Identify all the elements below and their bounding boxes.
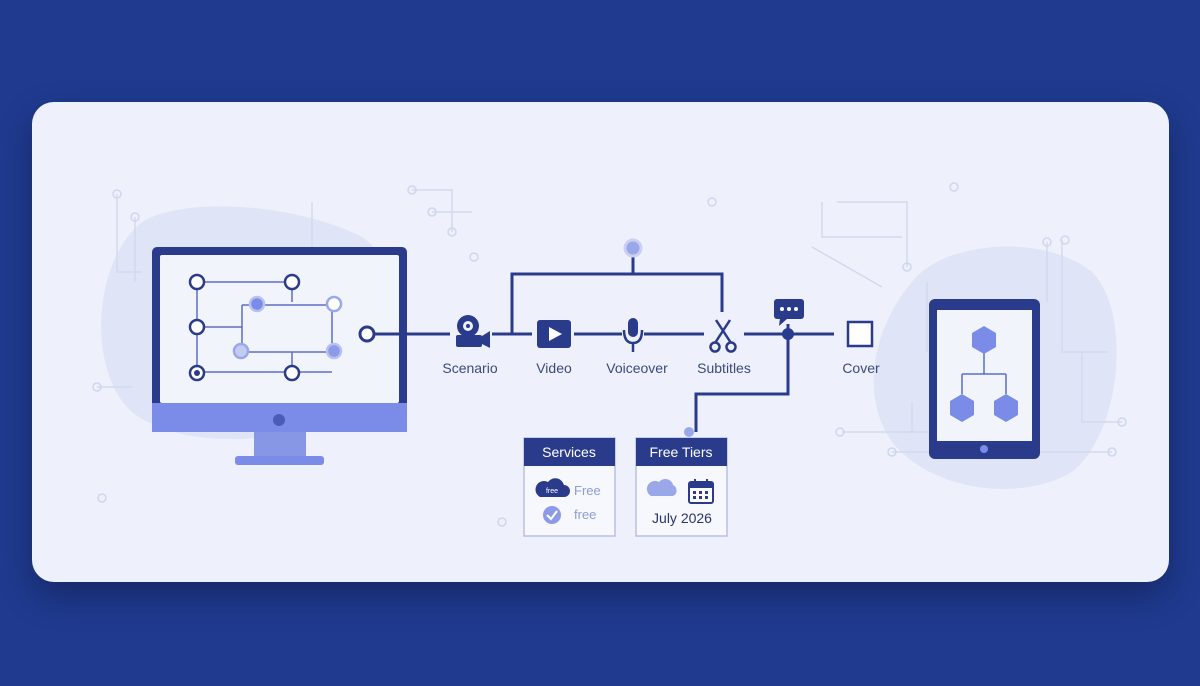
power-icon bbox=[273, 414, 285, 426]
pipeline-start-node bbox=[358, 325, 376, 343]
scissors-icon bbox=[709, 319, 737, 353]
step-label-video: Video bbox=[536, 360, 572, 376]
desktop-monitor bbox=[152, 247, 407, 465]
tablet-device bbox=[929, 299, 1040, 459]
network-nodes bbox=[188, 273, 343, 382]
chat-bubble-icon bbox=[774, 299, 804, 326]
film-camera-icon bbox=[456, 315, 490, 348]
services-panel-title: Services bbox=[542, 444, 596, 460]
free-tiers-panel-title: Free Tiers bbox=[649, 444, 712, 460]
check-circle-icon bbox=[543, 506, 561, 524]
junction-node bbox=[782, 328, 794, 340]
free-tiers-panel: Free Tiers July 2026 bbox=[635, 437, 728, 537]
square-icon bbox=[846, 320, 874, 348]
cloud-icon bbox=[535, 478, 570, 497]
step-label-subtitles: Subtitles bbox=[697, 360, 751, 376]
diagram-card: Scenario Video Voiceover Subtitles Cover… bbox=[32, 102, 1169, 582]
step-label-cover: Cover bbox=[842, 360, 880, 376]
hexagon-tree-icon bbox=[950, 326, 1018, 422]
free-badge: free bbox=[546, 488, 558, 495]
home-button-icon bbox=[980, 445, 988, 453]
microphone-icon bbox=[622, 318, 644, 352]
services-row-2-text: free bbox=[574, 507, 596, 522]
services-panel: Services free Free free bbox=[523, 437, 616, 537]
circuit-traces bbox=[97, 189, 1122, 453]
cloud-icon bbox=[646, 478, 677, 496]
branch-bottom-node bbox=[684, 427, 694, 437]
services-row-1-text: Free bbox=[574, 483, 601, 498]
play-icon bbox=[537, 320, 571, 348]
branch-top-node bbox=[623, 238, 643, 258]
free-tiers-date: July 2026 bbox=[652, 510, 712, 526]
circuit-nodes bbox=[92, 182, 1127, 527]
pipeline-diagram: Scenario Video Voiceover Subtitles Cover… bbox=[92, 182, 1127, 537]
calendar-icon bbox=[688, 479, 714, 504]
step-label-scenario: Scenario bbox=[442, 360, 497, 376]
step-label-voiceover: Voiceover bbox=[606, 360, 668, 376]
pipeline-line bbox=[375, 257, 834, 432]
